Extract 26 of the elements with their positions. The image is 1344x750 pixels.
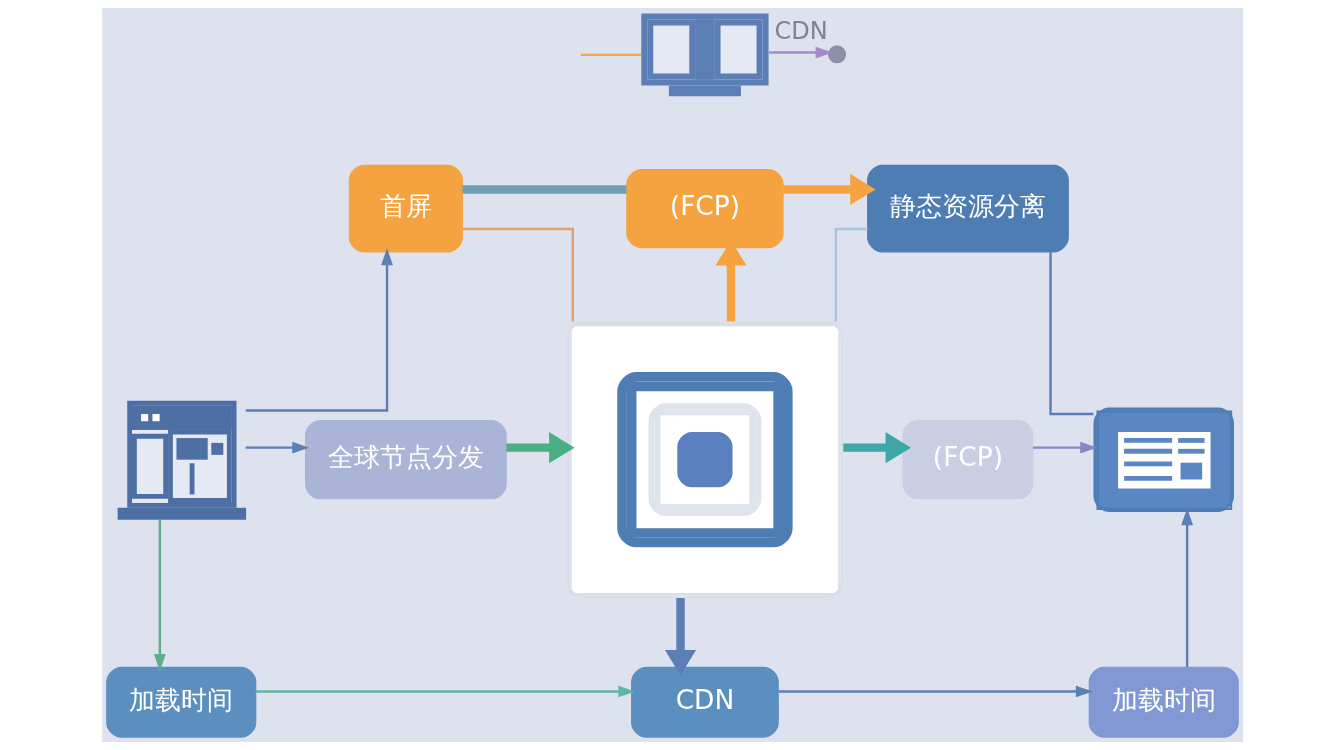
node-box: 加载时间 [105, 666, 256, 738]
node-box: 全球节点分发 [304, 420, 507, 500]
node-box: (FCP) [625, 169, 784, 249]
arrow [245, 441, 309, 454]
arrow [245, 248, 393, 412]
arrow [782, 173, 876, 206]
node-box: CDN [630, 666, 779, 738]
node-box: 加载时间 [1088, 666, 1239, 738]
arrow [1032, 441, 1097, 454]
connector [580, 53, 641, 57]
arrow [842, 432, 911, 464]
connector [834, 227, 867, 322]
node-box: 静态资源分离 [866, 164, 1069, 253]
arrow [1180, 508, 1193, 667]
node-circle [827, 45, 846, 64]
arrow [505, 432, 575, 464]
arrow [255, 685, 635, 698]
node-label: CDN [773, 16, 828, 45]
connector [1048, 252, 1093, 416]
arrow [153, 519, 166, 671]
arrow [768, 46, 832, 59]
node-box: 首屏 [348, 164, 463, 253]
arrow [778, 685, 1093, 698]
connector [461, 185, 627, 194]
connector [461, 227, 574, 322]
arrow [664, 598, 696, 676]
